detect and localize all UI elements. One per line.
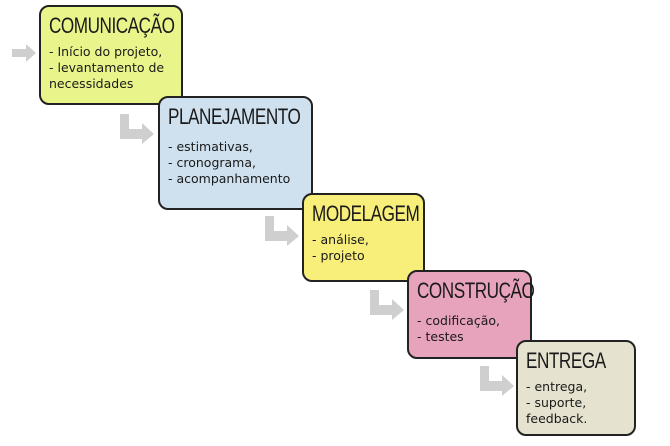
stage-planejamento: PLANEJAMENTO - estimativas, - cronograma… (158, 96, 313, 210)
elbow-arrow-icon (265, 216, 299, 246)
elbow-arrow-icon (480, 366, 514, 396)
list-item: - levantamento de (49, 60, 165, 75)
stage-comunicacao: COMUNICAÇÃO - Início do projeto, - levan… (39, 5, 183, 105)
list-item: - suporte, (526, 395, 587, 410)
elbow-arrow-icon (370, 290, 404, 320)
elbow-arrow-icon (120, 114, 154, 144)
stage-items: - análise, - projeto (312, 232, 415, 264)
stage-construcao: CONSTRUÇÃO - codificação, - testes (407, 270, 535, 359)
start-arrow-icon (12, 44, 36, 62)
list-item: - entrega, (526, 379, 588, 394)
stage-entrega: ENTREGA - entrega, - suporte, feedback. (516, 340, 636, 436)
list-item: - estimativas, (168, 139, 253, 154)
stage-title: ENTREGA (526, 348, 606, 373)
list-item: - codificação, (417, 313, 500, 328)
stage-modelagem: MODELAGEM - análise, - projeto (302, 193, 425, 282)
list-item: - acompanhamento (168, 171, 291, 186)
list-item: - Início do projeto, (49, 44, 163, 59)
list-item: - projeto (312, 248, 365, 263)
list-item: - análise, (312, 232, 369, 247)
stage-title: MODELAGEM (312, 201, 420, 226)
stage-title: PLANEJAMENTO (168, 104, 301, 129)
list-item: necessidades (49, 76, 134, 91)
stage-title: CONSTRUÇÃO (417, 278, 535, 303)
stage-items: - Início do projeto, - levantamento de n… (49, 44, 173, 92)
stage-items: - codificação, - testes (417, 313, 522, 345)
stage-items: - estimativas, - cronograma, - acompanha… (168, 139, 303, 187)
stage-title: COMUNICAÇÃO (49, 13, 175, 38)
list-item: - cronograma, (168, 155, 256, 170)
list-item: feedback. (526, 411, 588, 426)
stage-items: - entrega, - suporte, feedback. (526, 379, 626, 427)
list-item: - testes (417, 329, 464, 344)
